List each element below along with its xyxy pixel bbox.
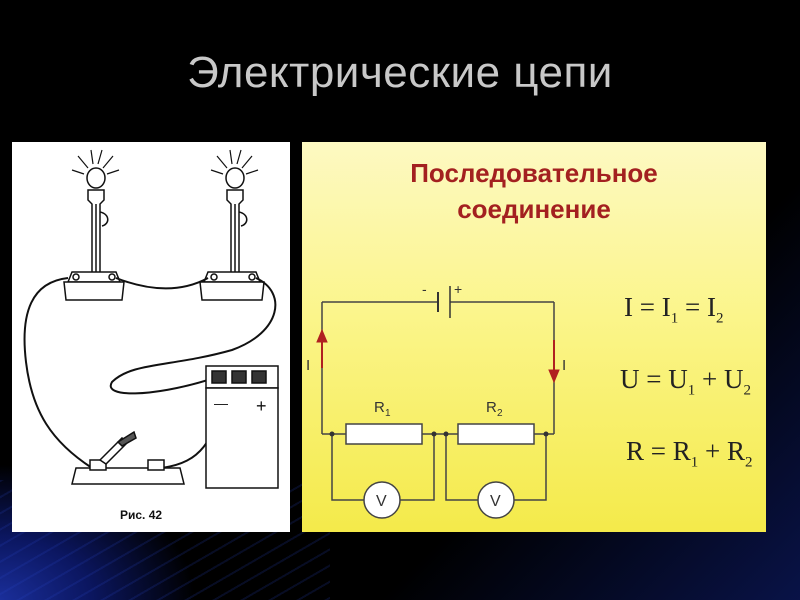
resistor-r2-label: R (486, 399, 497, 416)
lamp-bulb-left (86, 167, 106, 189)
lamp-rays-right (210, 149, 259, 175)
resistor-r1-label: R (374, 399, 385, 416)
formula-voltage: U = U1 + U2 (620, 364, 751, 399)
lamp-stand-right (199, 189, 265, 301)
circuit-illustration: — + (23, 149, 279, 489)
figure-caption: Рис. 42 (120, 508, 163, 522)
current-label-left: I (306, 357, 310, 374)
series-connection-panel: Последовательное соединение - + R (302, 142, 766, 532)
slide-title: Электрические цепи (187, 48, 613, 97)
junction-dots (329, 431, 549, 437)
current-arrow-right (548, 340, 560, 384)
resistor-r1 (345, 423, 423, 445)
panel-heading-line2: соединение (457, 194, 611, 224)
voltmeter-2-label: V (490, 493, 501, 510)
current-arrow-left (316, 328, 328, 368)
circuit-illustration-panel: — + Рис. 42 (12, 142, 290, 532)
resistor-r1-subscript: 1 (385, 408, 391, 419)
formula-resistance: R = R1 + R2 (626, 436, 753, 471)
circuit-wires (321, 301, 555, 501)
battery-plus-label: + (256, 396, 267, 416)
voltmeter-1 (363, 481, 401, 519)
battery-plus-sign: + (454, 281, 462, 297)
current-label-right: I (562, 357, 566, 374)
battery (205, 365, 279, 489)
lamp-rays-left (71, 149, 120, 175)
resistor-r2 (457, 423, 535, 445)
formula-current: I = I1 = I2 (624, 292, 724, 327)
panel-heading-line1: Последовательное (410, 158, 658, 188)
series-circuit-diagram: - + R 1 R 2 V V I I (306, 281, 566, 519)
battery-minus-label: — (214, 395, 228, 411)
battery-minus-sign: - (422, 281, 427, 297)
voltmeter-2 (477, 481, 515, 519)
knife-switch (71, 430, 185, 485)
voltmeter-1-label: V (376, 493, 387, 510)
resistor-r2-subscript: 2 (497, 408, 503, 419)
lamp-bulb-right (225, 167, 245, 189)
lamp-stand-left (63, 189, 125, 301)
